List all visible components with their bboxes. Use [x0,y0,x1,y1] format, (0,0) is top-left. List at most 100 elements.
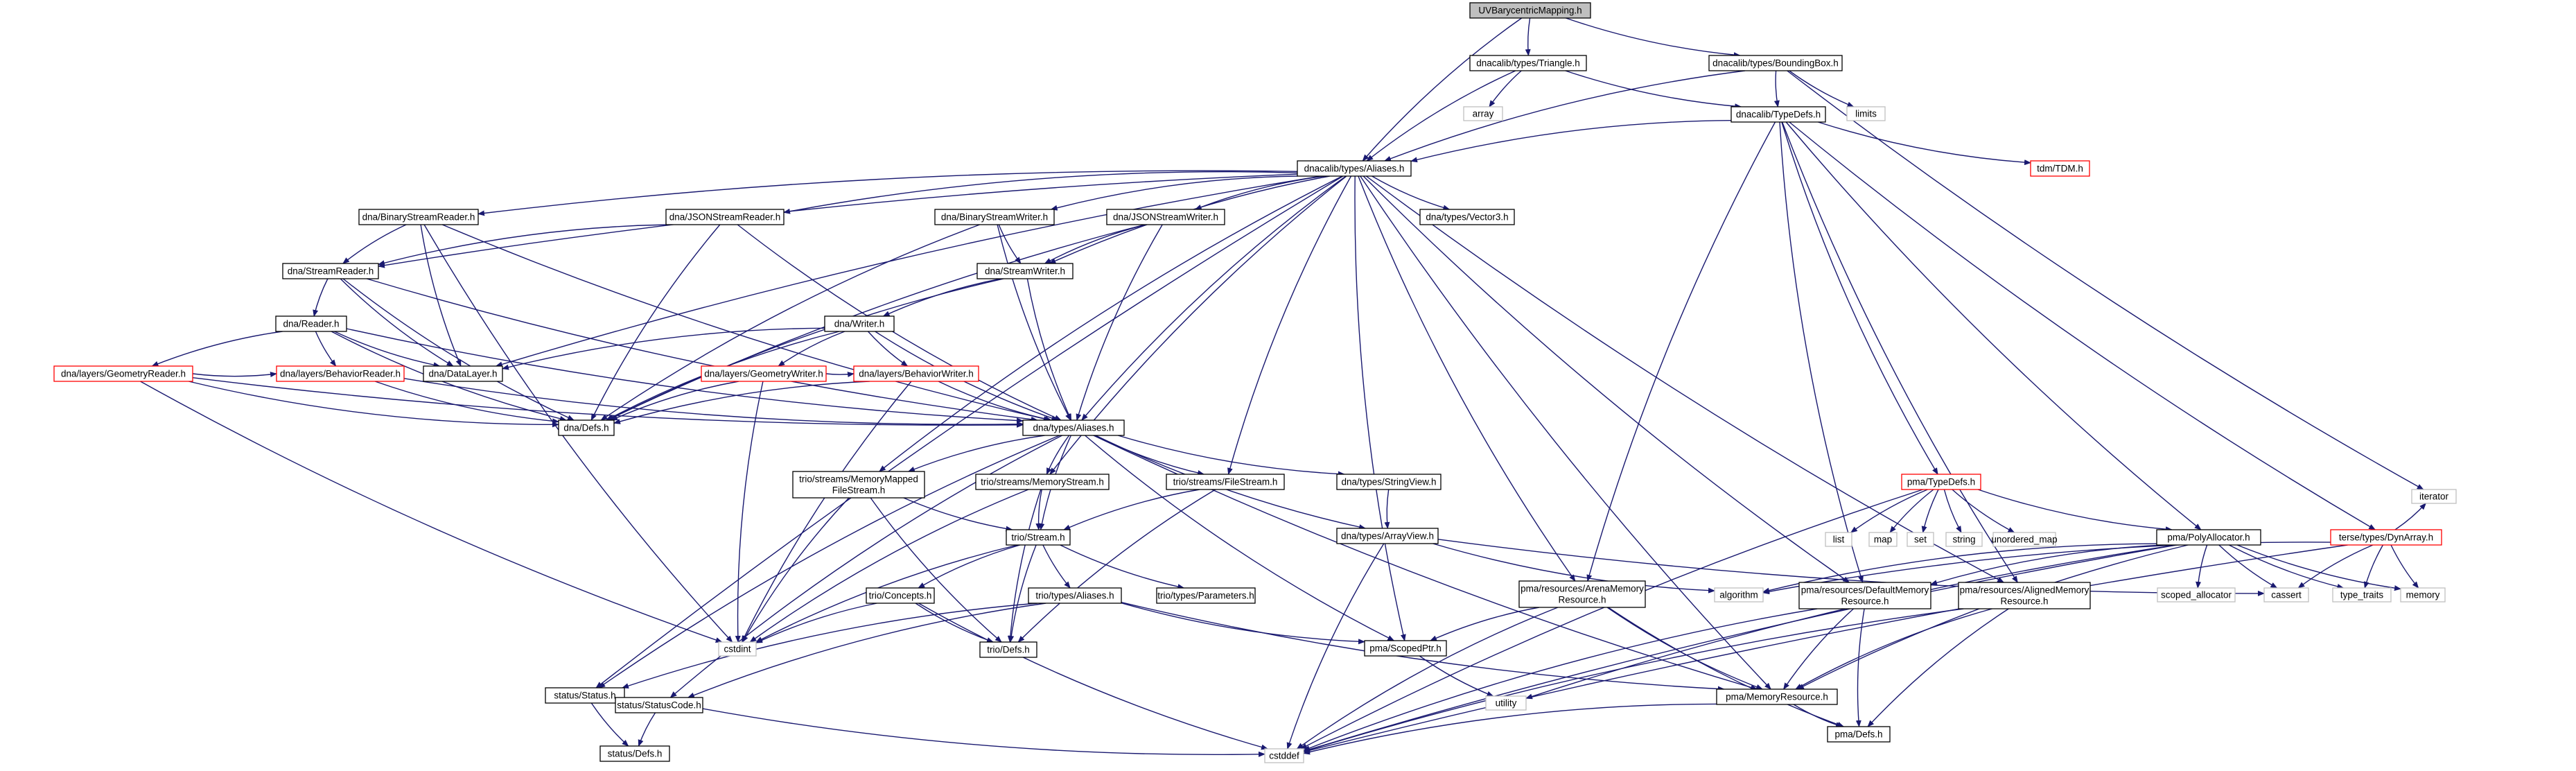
edge-jsw-to-ddefs [606,224,1145,421]
node-concepts[interactable]: trio/Concepts.h [866,587,935,604]
node-stream[interactable]: trio/Stream.h [1006,529,1071,546]
node-bsw[interactable]: dna/BinaryStreamWriter.h [934,209,1055,225]
node-root[interactable]: UVBarycentricMapping.h [1469,2,1591,19]
node-label: cstdint [724,644,751,655]
node-dcali[interactable]: dnacalib/types/Aliases.h [1297,160,1412,177]
node-tparams[interactable]: trio/types/Parameters.h [1156,587,1256,604]
node-terse[interactable]: terse/types/DynArray.h [2330,529,2442,546]
node-sw[interactable]: dna/StreamWriter.h [976,263,1074,279]
node-tdm[interactable]: tdm/TDM.h [2030,160,2090,177]
edge-tri-to-dcali [1366,70,1516,162]
node-gw[interactable]: dna/layers/GeometryWriter.h [701,365,827,382]
node-sdefs[interactable]: status/Defs.h [599,745,670,762]
node-label: dna/Writer.h [834,319,885,329]
node-status[interactable]: status/Status.h [545,687,625,704]
edge-jsw-to-dali [1076,224,1163,421]
node-cstddef: cstddef [1264,748,1304,763]
edge-memres-to-cstddef [1303,703,1717,755]
node-fs[interactable]: trio/streams/FileStream.h [1166,474,1285,490]
edge-pmatd-to-set [1921,489,1939,533]
node-pdefs[interactable]: pma/Defs.h [1827,726,1891,743]
node-ddefs[interactable]: dna/Defs.h [558,419,615,436]
node-tri[interactable]: dnacalib/types/Triangle.h [1469,55,1587,71]
node-tali[interactable]: trio/types/Aliases.h [1028,587,1122,604]
node-bw[interactable]: dna/layers/BehaviorWriter.h [853,365,979,382]
node-box [2263,587,2309,603]
edge-alimr-to-pdefs [1867,608,2009,727]
node-label: pma/resources/ArenaMemory [1521,584,1644,594]
node-poly[interactable]: pma/PolyAllocator.h [2156,529,2261,546]
node-vec3[interactable]: dna/types/Vector3.h [1419,209,1515,225]
edge-terse-to-cassert [2297,544,2374,589]
node-box [1469,55,1587,71]
node-scode[interactable]: status/StatusCode.h [615,697,703,713]
node-box [718,641,757,657]
node-label: type_traits [2340,590,2384,600]
edge-pmatd-to-string [1943,489,1962,533]
edge-sr-to-dl [340,278,454,367]
node-dl[interactable]: dna/DataLayer.h [423,365,503,382]
edge-gr-to-cstdint [140,381,723,643]
edge-poly-to-utility [1525,544,2177,700]
node-label: list [1833,535,1845,545]
edge-dali-to-strv [1118,435,1345,477]
node-label: pma/resources/AlignedMemory [1960,585,2089,596]
edge-mmfs-to-cstdint [742,497,850,643]
edge-tdefs-to-arena [1586,121,1776,582]
node-label: dnacalib/types/Triangle.h [1476,58,1580,69]
node-arrv[interactable]: dna/types/ArrayView.h [1336,528,1439,544]
edge-scode-to-cstddef [702,708,1265,757]
node-label: map [1874,535,1892,545]
node-label: trio/streams/MemoryStream.h [981,477,1104,487]
node-label: dna/layers/BehaviorReader.h [280,369,401,379]
edge-dcali-to-dali [1081,175,1347,421]
node-pmatd[interactable]: pma/TypeDefs.h [1901,474,1981,490]
edge-bsw-to-dali [997,224,1071,421]
node-sptr[interactable]: pma/ScopedPtr.h [1364,640,1447,657]
node-wr[interactable]: dna/Writer.h [824,315,895,332]
edge-bw-to-dali [938,381,1052,422]
edge-tdefs-to-alimr [1781,121,2018,583]
node-box [1264,748,1304,763]
node-box [282,263,379,279]
edge-br-to-dali [403,378,1024,427]
node-br[interactable]: dna/layers/BehaviorReader.h [276,365,405,382]
node-label: dna/JSONStreamWriter.h [1113,212,1218,223]
node-ms[interactable]: trio/streams/MemoryStream.h [975,474,1110,490]
edge-dali-to-status [598,435,1060,688]
node-memres[interactable]: pma/MemoryResource.h [1716,688,1838,705]
node-rd[interactable]: dna/Reader.h [275,315,347,332]
node-map: map [1868,532,1898,547]
node-tdefs[interactable]: dnacalib/TypeDefs.h [1731,106,1826,123]
node-box [1022,419,1125,436]
edge-jsr-to-sr [378,224,669,266]
node-label: Resource.h [2000,596,2048,607]
node-jsr[interactable]: dna/JSONStreamReader.h [665,209,785,225]
edge-sr-to-dali [367,278,1038,422]
node-box [853,365,979,382]
node-tdefs2[interactable]: trio/Defs.h [979,641,1037,658]
node-box [665,209,785,225]
edge-arena-to-memres [1606,607,1764,690]
node-gr[interactable]: dna/layers/GeometryReader.h [53,365,193,382]
node-label: pma/TypeDefs.h [1907,477,1975,487]
node-bbox[interactable]: dnacalib/types/BoundingBox.h [1708,55,1843,71]
edge-pmatd-to-poly [1977,489,2173,532]
node-jsw[interactable]: dna/JSONStreamWriter.h [1106,209,1225,225]
node-label: utility [1496,698,1517,709]
node-label: trio/streams/FileStream.h [1173,477,1278,487]
node-dali[interactable]: dna/types/Aliases.h [1022,419,1125,436]
node-bsr[interactable]: dna/BinaryStreamReader.h [358,209,479,225]
edge-bbox-to-tdefs [1773,70,1780,107]
edge-sw-to-ddefs [606,278,1004,421]
node-strv[interactable]: dna/types/StringView.h [1336,474,1442,490]
node-sr[interactable]: dna/StreamReader.h [282,263,379,279]
node-box [1798,582,1931,609]
node-box [976,263,1074,279]
edge-gr-to-br [192,372,277,378]
node-label: dna/Reader.h [283,319,339,329]
